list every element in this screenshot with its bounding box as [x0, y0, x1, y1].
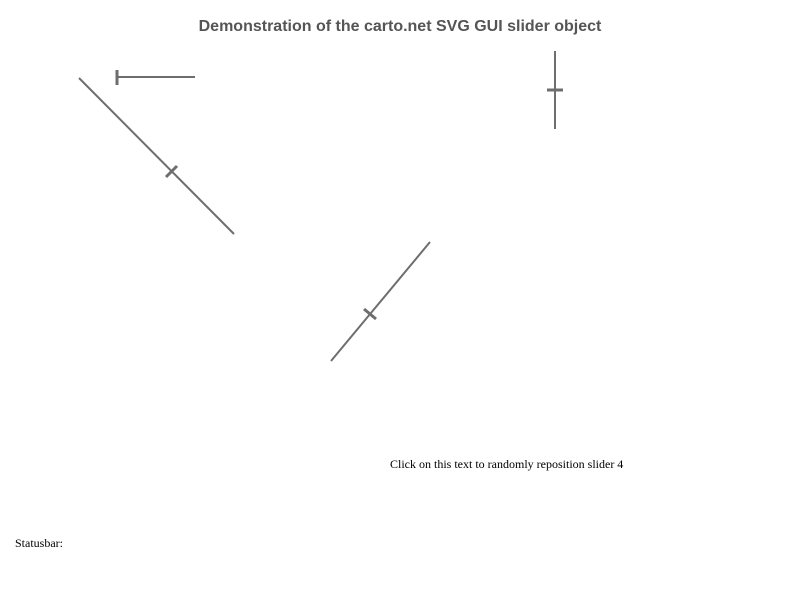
slider-2[interactable] — [547, 51, 563, 129]
slider-3[interactable] — [78, 77, 235, 235]
slider-4[interactable] — [330, 241, 431, 362]
slider-3-track[interactable] — [78, 77, 235, 235]
page-title: Demonstration of the carto.net SVG GUI s… — [199, 18, 602, 35]
statusbar-label: Statusbar: — [15, 536, 63, 550]
slider-3-thumb[interactable] — [164, 164, 179, 179]
slider-1[interactable] — [115, 70, 195, 85]
slider-4-track[interactable] — [330, 241, 431, 362]
reposition-slider-4-link[interactable]: Click on this text to randomly repositio… — [390, 457, 623, 471]
slider-4-thumb[interactable] — [363, 307, 377, 321]
